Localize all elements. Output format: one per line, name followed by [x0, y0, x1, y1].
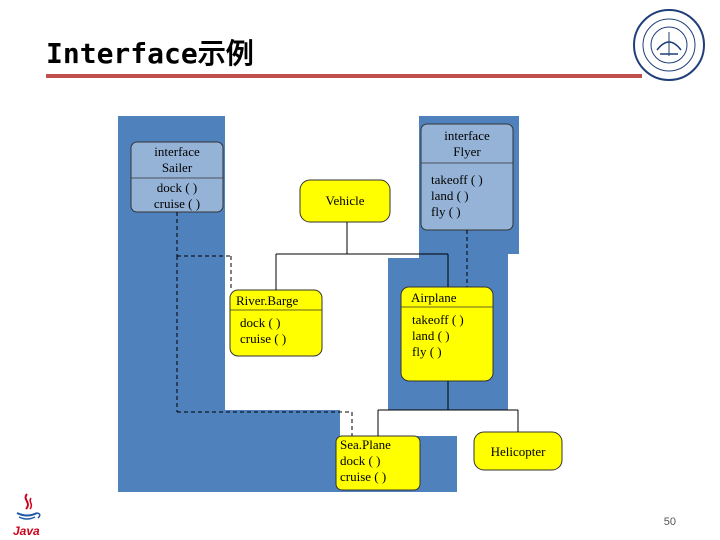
inheritance-lines: [275, 222, 519, 436]
flyer-method-fly: fly ( ): [431, 204, 461, 219]
sailer-method-cruise: cruise ( ): [153, 196, 201, 211]
flyer-keyword: interface: [444, 128, 490, 143]
page-number: 50: [663, 516, 676, 528]
slide-title: Interface示例: [46, 37, 254, 70]
sailer-interface-label: interface Sailer: [131, 144, 223, 176]
university-seal-icon: [633, 9, 705, 81]
java-wordmark: Java: [13, 524, 40, 538]
seaplane-name: Sea.Plane: [340, 437, 391, 452]
airplane-method-land: land ( ): [412, 328, 450, 343]
sailer-keyword: interface: [154, 144, 200, 159]
seaplane-method-cruise: cruise ( ): [340, 469, 387, 484]
airplane-method-takeoff: takeoff ( ): [412, 312, 464, 327]
flyer-methods: takeoff ( ) land ( ) fly ( ): [431, 172, 511, 220]
riverbarge-name: River.Barge: [236, 293, 299, 308]
flyer-interface-label: interface Flyer: [421, 128, 513, 160]
flyer-name: Flyer: [453, 144, 481, 159]
sailer-name: Sailer: [161, 160, 193, 175]
sailer-methods: dock ( ) cruise ( ): [131, 180, 223, 212]
java-logo-icon: [16, 493, 41, 520]
helicopter-name: Helicopter: [490, 444, 546, 459]
riverbarge-method-cruise: cruise ( ): [240, 331, 287, 346]
realization-lines: [176, 212, 468, 436]
flyer-method-takeoff: takeoff ( ): [431, 172, 483, 187]
airplane-method-fly: fly ( ): [412, 344, 442, 359]
riverbarge-method-dock: dock ( ): [240, 315, 281, 330]
vehicle-name: Vehicle: [325, 193, 365, 208]
airplane-methods: takeoff ( ) land ( ) fly ( ): [412, 312, 492, 360]
airplane-class-box: [400, 286, 494, 382]
riverbarge-methods: dock ( ) cruise ( ): [240, 315, 320, 347]
seaplane-label: Sea.Plane dock ( ) cruise ( ): [340, 437, 420, 485]
airplane-name: Airplane: [411, 290, 457, 305]
flyer-method-land: land ( ): [431, 188, 469, 203]
title-underline: [46, 74, 642, 78]
vehicle-class-box: [299, 179, 391, 223]
sailer-method-dock: dock ( ): [156, 180, 198, 195]
seaplane-method-dock: dock ( ): [340, 453, 381, 468]
